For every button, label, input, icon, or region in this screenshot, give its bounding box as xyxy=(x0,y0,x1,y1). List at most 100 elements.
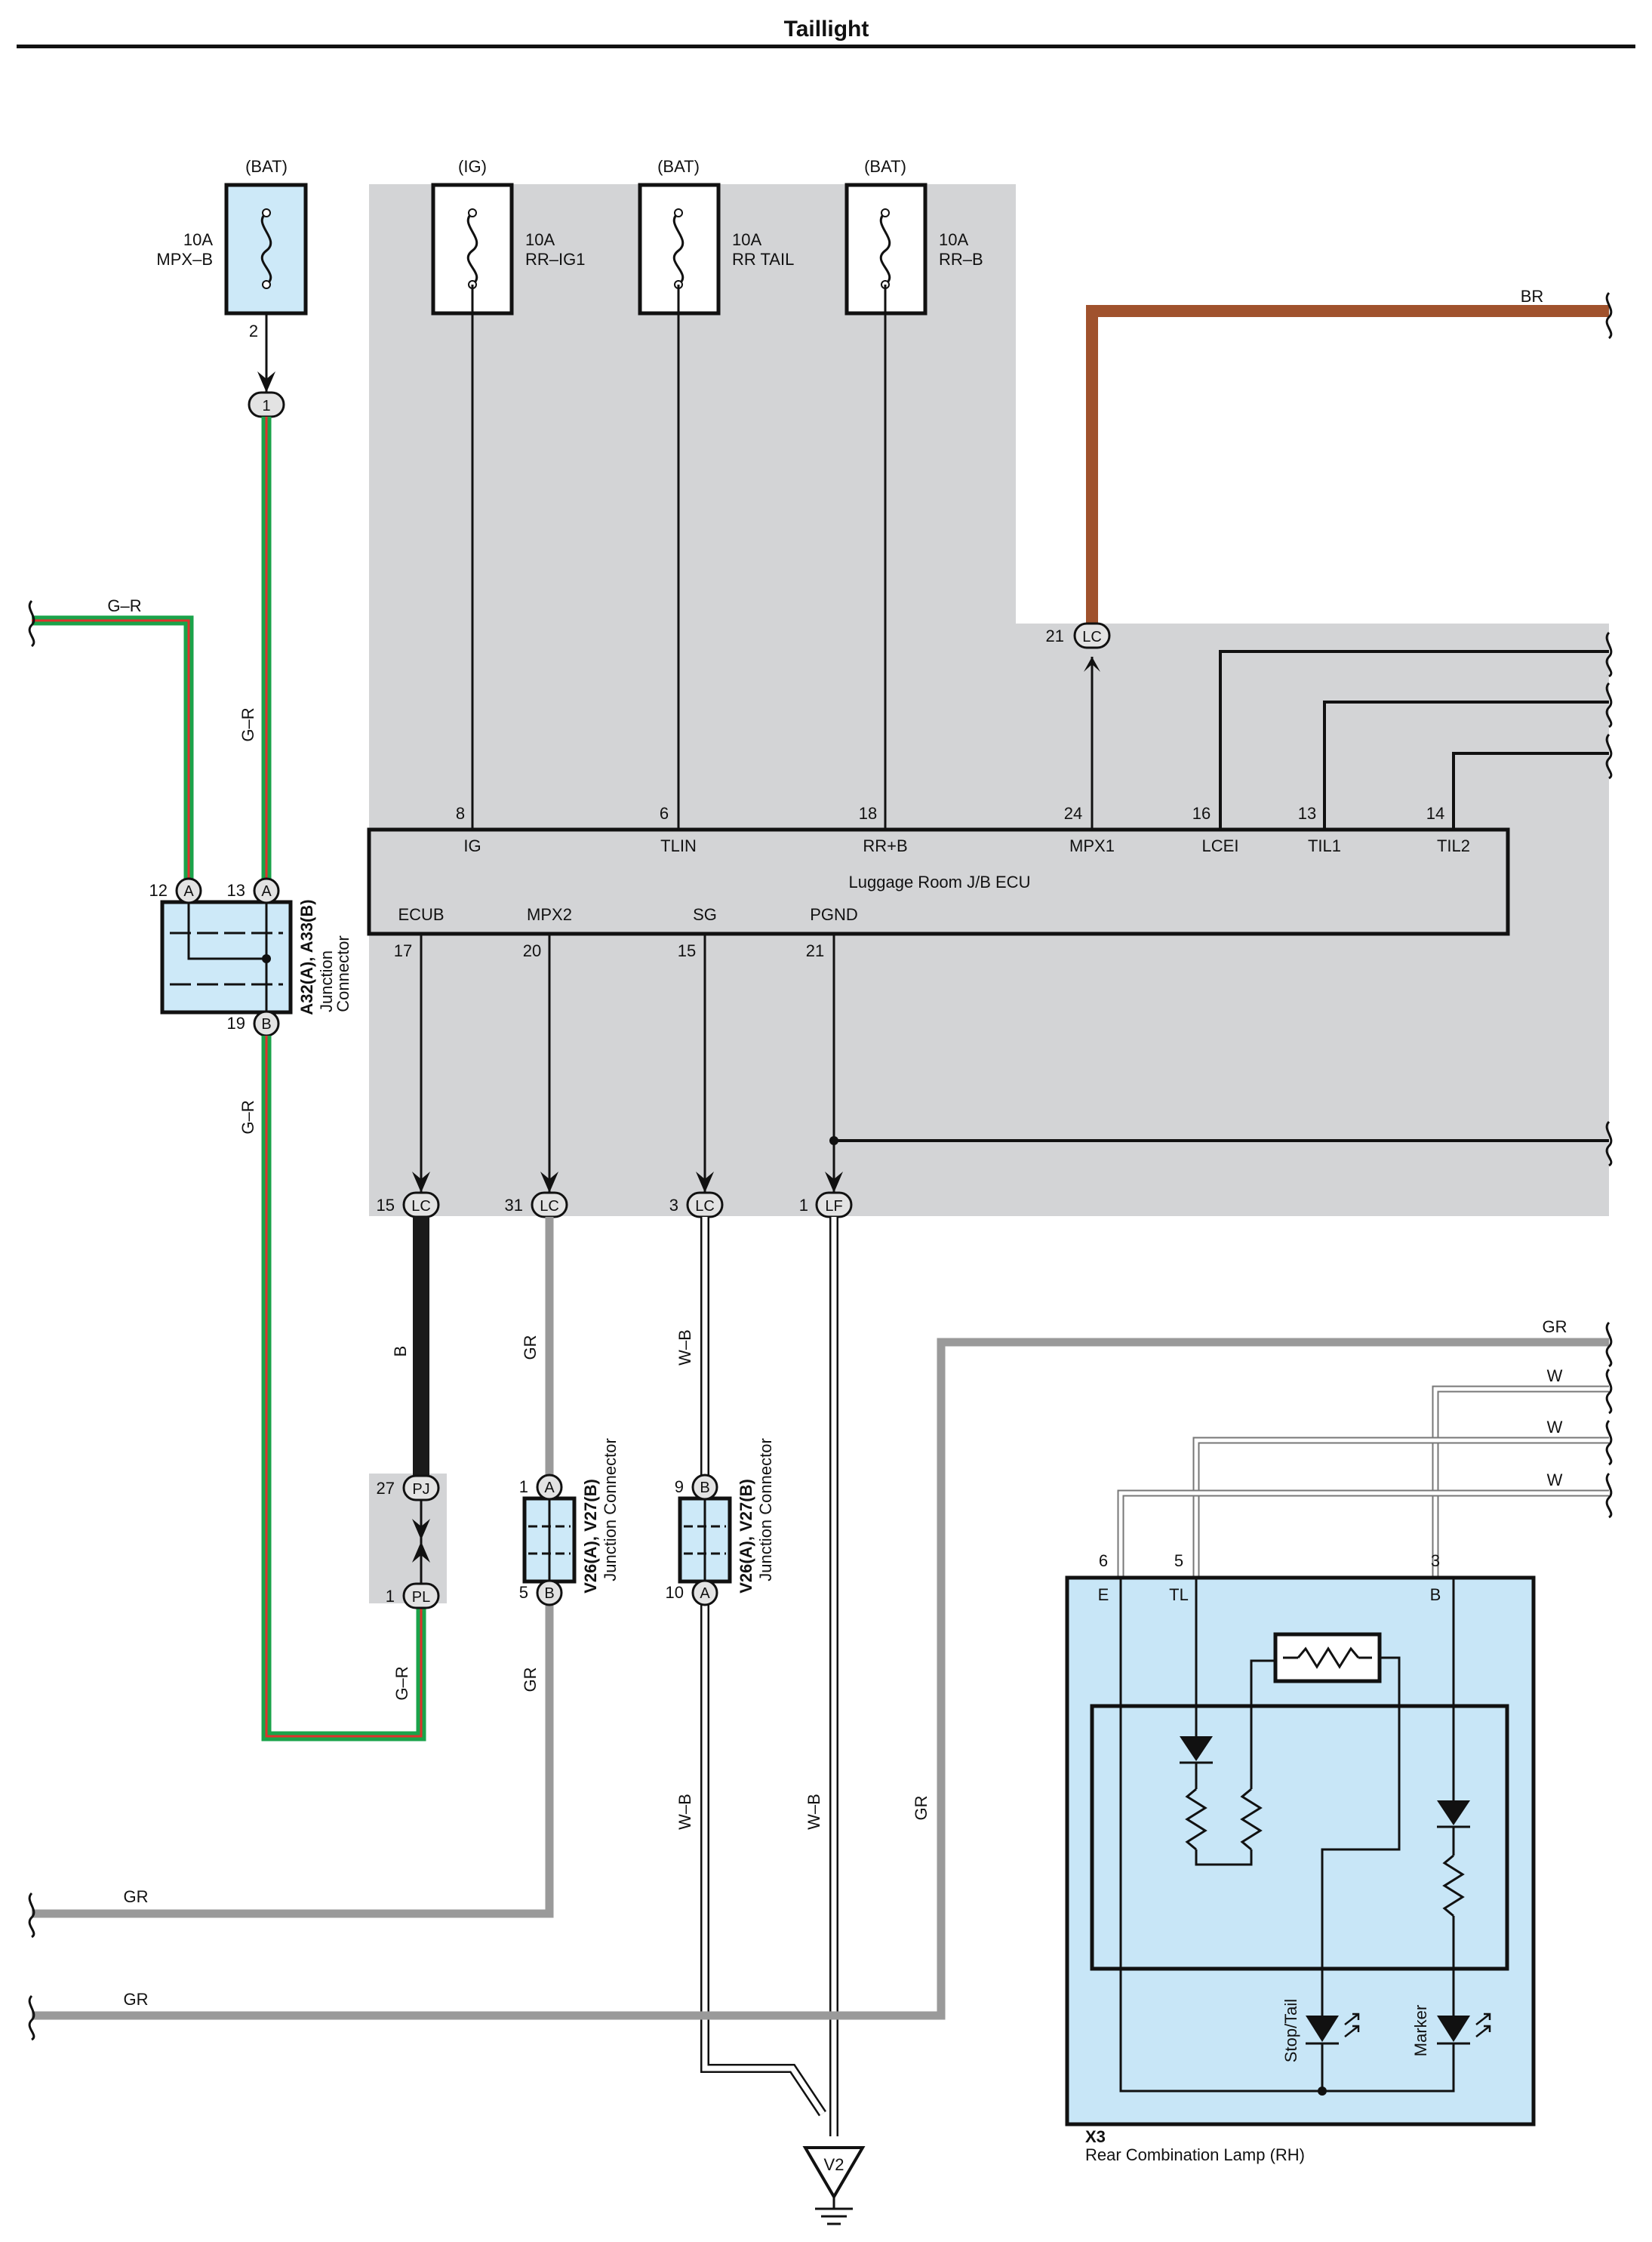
svg-text:5: 5 xyxy=(519,1583,528,1602)
svg-text:LC: LC xyxy=(411,1198,431,1215)
wire-w-2 xyxy=(1192,1437,1609,1578)
lamp-pin-label: TL xyxy=(1169,1585,1189,1604)
svg-text:1: 1 xyxy=(262,398,270,414)
svg-text:1: 1 xyxy=(519,1477,528,1496)
ecu-pin-label: IG xyxy=(463,836,481,855)
wire-gr-right xyxy=(32,1338,1609,2020)
resistor-icon xyxy=(1297,1646,1360,1669)
svg-text:12: 12 xyxy=(149,881,168,900)
arrow-down-icon xyxy=(412,1172,430,1193)
svg-text:LC: LC xyxy=(695,1198,715,1215)
wire-label-w: W xyxy=(1547,1418,1563,1437)
fuse-source-label: (BAT) xyxy=(864,157,906,176)
ecu-pin-label: PGND xyxy=(810,905,858,924)
svg-text:9: 9 xyxy=(675,1477,684,1496)
connector-lc-31: LC 31 xyxy=(505,1191,568,1218)
fuse-rr-tail: (BAT) 10A RR TAIL xyxy=(638,157,794,316)
light-emission-icon xyxy=(1344,2013,1360,2025)
ecu-name: Luggage Room J/B ECU xyxy=(849,873,1031,892)
junction-connector-v26-v27-right: B 9 A 10 V26(A), V27(B) Junction Connect… xyxy=(666,1438,775,1606)
lamp-pin-num: 6 xyxy=(1099,1551,1108,1570)
ecu-pin-num: 16 xyxy=(1192,804,1211,823)
resistor-icon xyxy=(1185,1788,1207,1851)
junction-box xyxy=(160,900,293,1015)
svg-text:31: 31 xyxy=(505,1196,523,1215)
wire-break-icon xyxy=(1605,1472,1613,1519)
svg-text:PJ: PJ xyxy=(412,1481,429,1498)
svg-text:A: A xyxy=(261,883,272,900)
wire-label-wb: W–B xyxy=(675,1329,694,1366)
wire-lcei xyxy=(1219,650,1609,830)
fuse-icon xyxy=(466,211,478,286)
fuse-pin: 2 xyxy=(249,322,258,340)
svg-text:A: A xyxy=(183,883,194,900)
ecu-pin-label: MPX1 xyxy=(1069,836,1115,855)
junction-pin xyxy=(691,1579,718,1606)
title-rule xyxy=(17,45,1635,48)
svg-text:21: 21 xyxy=(1046,627,1064,645)
wire-label-gr: G–R xyxy=(107,596,141,615)
ecu-pin-label: TIL2 xyxy=(1437,836,1470,855)
wire-break-icon xyxy=(1605,1120,1613,1167)
fuse-rating: 10A xyxy=(732,230,761,249)
svg-text:27: 27 xyxy=(377,1479,395,1498)
wire-label-gr: GR xyxy=(1543,1317,1567,1336)
svg-text:LC: LC xyxy=(540,1198,559,1215)
fuse-icon xyxy=(672,211,684,286)
wire-break-icon xyxy=(1605,1368,1613,1415)
fuse-name: RR TAIL xyxy=(732,250,794,269)
wire-label-gr: GR xyxy=(521,1668,540,1692)
lamp-pin-label: E xyxy=(1098,1585,1109,1604)
fuse-mpx-b: (BAT) 10A MPX–B 2 xyxy=(156,157,308,340)
junction-pin xyxy=(536,1579,563,1606)
wire-break-icon xyxy=(1605,682,1613,728)
ecu-pin-num: 17 xyxy=(394,941,412,960)
wire-label-gr: G–R xyxy=(392,1666,411,1700)
svg-text:1: 1 xyxy=(799,1196,808,1215)
wire-label-w: W xyxy=(1547,1471,1563,1489)
svg-text:V2: V2 xyxy=(824,2155,844,2174)
ecu-pin-label: TIL1 xyxy=(1308,836,1341,855)
svg-text:3: 3 xyxy=(669,1196,678,1215)
led-label: Stop/Tail xyxy=(1281,1999,1300,2062)
connector-lc-15: LC 15 xyxy=(377,1191,440,1218)
ground-triangle xyxy=(802,2146,866,2200)
wire-w-3 xyxy=(1117,1489,1609,1578)
fuse-name: RR–B xyxy=(939,250,983,269)
wire-break-icon xyxy=(28,599,35,648)
ecu-pin-num: 24 xyxy=(1064,804,1082,823)
wire-wb-sg xyxy=(700,1217,826,2117)
wire-break-icon xyxy=(28,1994,35,2041)
wire-break-icon xyxy=(1605,733,1613,780)
fuse-source-label: (BAT) xyxy=(657,157,700,176)
ecu-pin-label: LCEI xyxy=(1202,836,1239,855)
wire-label-wb: W–B xyxy=(804,1794,823,1830)
wire-label-gr: GR xyxy=(521,1335,540,1360)
wire-label-wb: W–B xyxy=(675,1794,694,1830)
svg-text:10: 10 xyxy=(666,1583,684,1602)
connector-pj-27: PJ 27 xyxy=(377,1474,440,1501)
junction-caption: Junction Connector xyxy=(601,1438,620,1581)
wire-break-icon xyxy=(1605,1321,1613,1368)
wire-gr-mpx2-out xyxy=(32,1604,554,1918)
svg-text:15: 15 xyxy=(377,1196,395,1215)
wire-break-icon xyxy=(1605,1419,1613,1466)
svg-text:LF: LF xyxy=(825,1198,842,1215)
fuse-source-label: (IG) xyxy=(458,157,487,176)
connector-1: 1 xyxy=(248,391,285,418)
wire-label-gr: G–R xyxy=(238,707,257,741)
junction-caption: Junction xyxy=(317,950,336,1012)
rear-combination-lamp-rh: 6 E 5 TL 3 B xyxy=(1065,1551,1536,2164)
junction-pin xyxy=(253,877,280,904)
ecu-pin-num: 21 xyxy=(806,941,824,960)
fuse-source-label: (BAT) xyxy=(245,157,288,176)
wire-gr-bottom xyxy=(261,1036,426,1742)
wire-til2 xyxy=(1452,752,1609,830)
svg-text:19: 19 xyxy=(227,1014,245,1033)
svg-text:PL: PL xyxy=(412,1589,430,1606)
wire-w-1 xyxy=(1432,1385,1609,1578)
junction-pin xyxy=(691,1474,718,1501)
lamp-code: X3 xyxy=(1085,2127,1106,2146)
arrow-down-icon xyxy=(540,1172,558,1193)
